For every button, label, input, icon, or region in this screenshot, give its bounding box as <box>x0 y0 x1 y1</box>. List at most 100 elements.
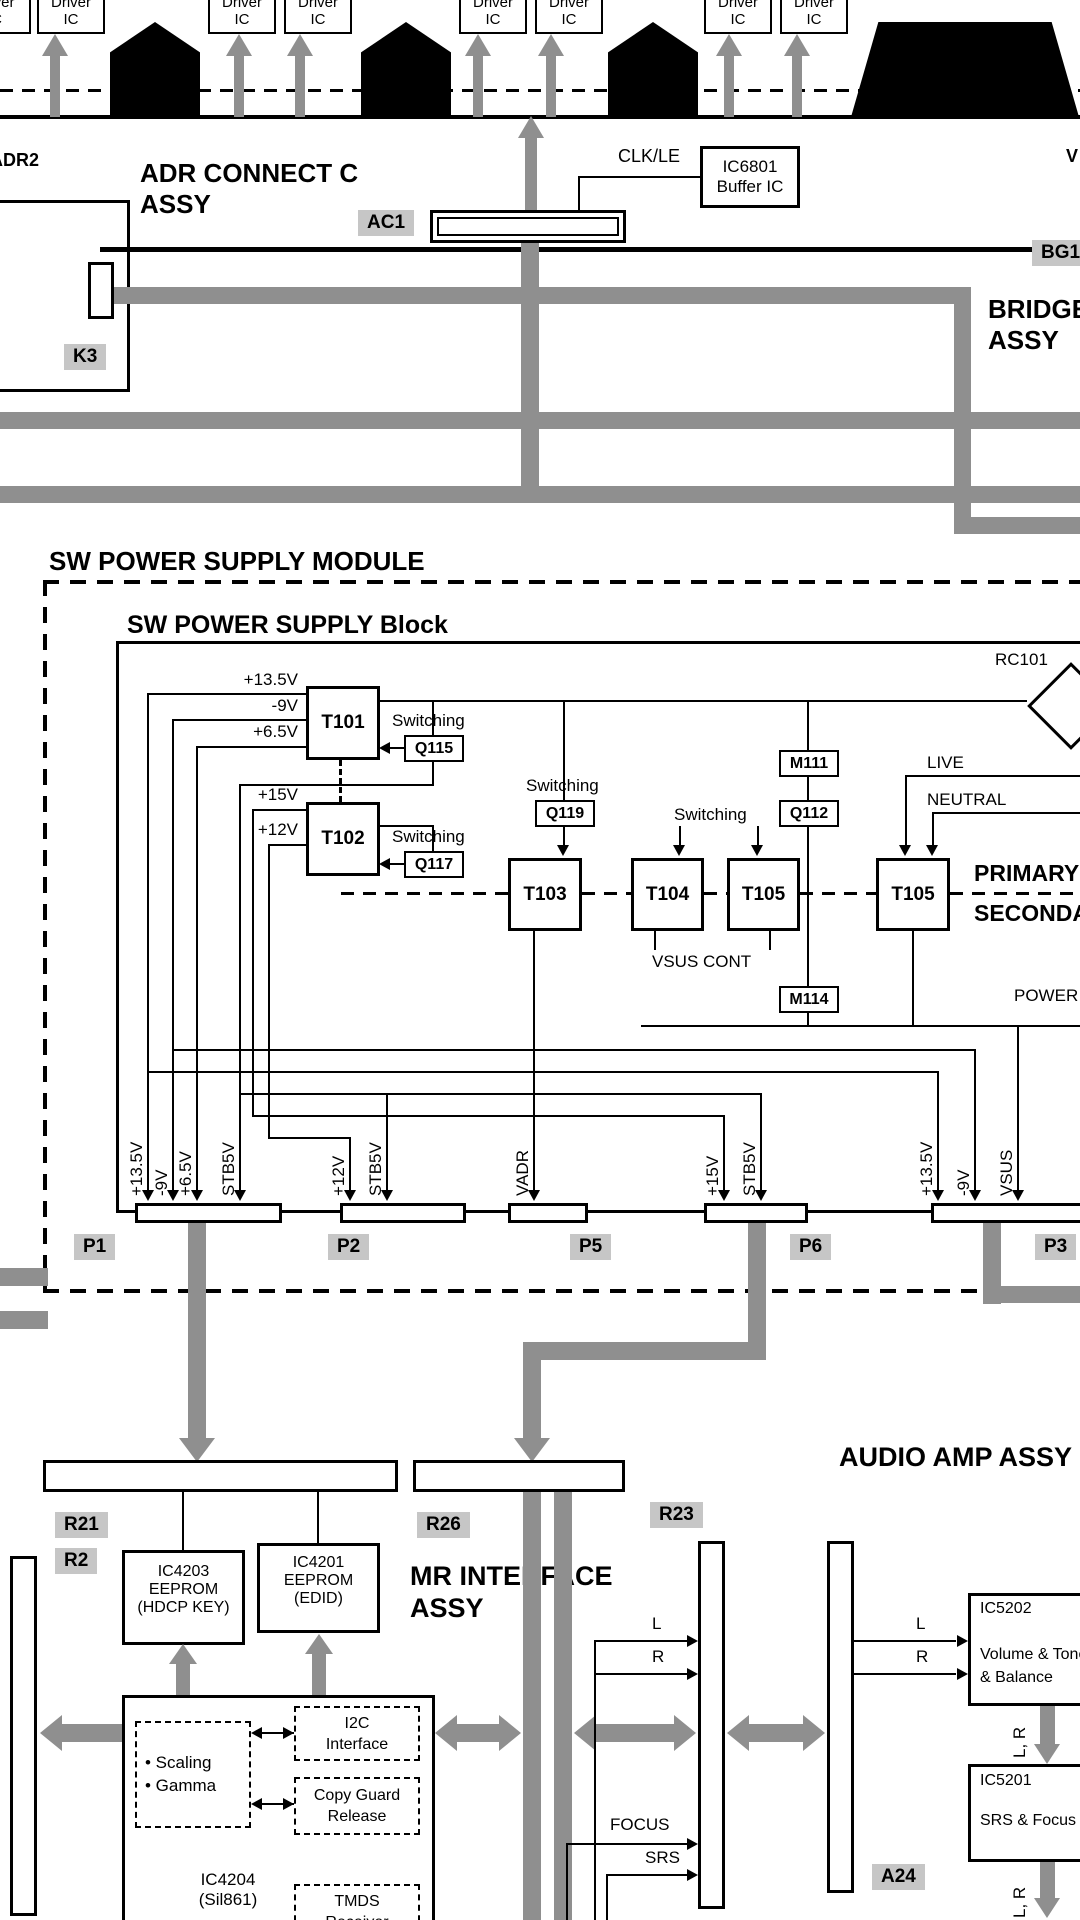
gray-bus-segment <box>0 486 1080 503</box>
m111-box: M111 <box>779 750 839 777</box>
arrow-left-icon <box>574 1715 596 1751</box>
secondary-label: SECONDARY <box>974 900 1080 926</box>
gray-bus-segment <box>1040 1706 1055 1746</box>
arrow-down-icon <box>899 845 911 856</box>
driver-ic-label: IC <box>310 10 326 28</box>
audio-r-label: R <box>916 1647 929 1666</box>
scan-connector-shape <box>608 22 698 117</box>
t105b-transformer-box: T105 <box>876 858 950 931</box>
audio-r-label: R <box>652 1647 665 1666</box>
ic6801-line2: Buffer IC <box>716 177 784 196</box>
gray-bus-segment <box>546 55 556 117</box>
rail-vlabel: +15V <box>703 1155 722 1196</box>
driver-ic-label: IC <box>0 11 29 29</box>
wire-segment <box>807 777 809 800</box>
arrow-down-icon <box>932 1190 944 1201</box>
wire-segment <box>533 931 535 1196</box>
ic4201-line3: (EDID) <box>294 1590 343 1607</box>
gray-bus-segment <box>983 1286 1080 1303</box>
rail-label: +15V <box>257 785 298 804</box>
arrow-up-icon <box>169 1644 197 1664</box>
wire-segment <box>769 931 771 950</box>
q115-box: Q115 <box>404 735 464 762</box>
t101-transformer-box: T101 <box>306 686 380 760</box>
arrow-right-icon <box>957 1668 968 1680</box>
wire-segment <box>807 700 809 750</box>
arrow-up-icon <box>716 34 742 56</box>
wire-segment <box>723 1115 725 1196</box>
gray-bus-segment <box>58 1724 122 1742</box>
arrow-left-icon <box>727 1715 749 1751</box>
i2c-line1: I2C <box>344 1715 370 1732</box>
arrow-down-icon <box>234 1190 246 1201</box>
arrow-right-icon <box>687 1869 698 1881</box>
wire-segment <box>182 1492 184 1550</box>
wire-segment <box>854 1640 956 1642</box>
primary-secondary-dashed-line <box>704 892 727 895</box>
p1-connector <box>135 1203 282 1223</box>
r26-label: R26 <box>417 1512 470 1538</box>
wire-segment <box>566 1843 694 1845</box>
gray-bus-segment <box>983 1223 1001 1304</box>
wire-segment <box>252 809 306 811</box>
primary-secondary-dashed-line <box>582 892 631 895</box>
gray-bus-segment <box>50 55 60 117</box>
arrow-down-icon <box>142 1190 154 1201</box>
scaling-label: • Scaling <box>145 1753 212 1773</box>
left-edge-connector <box>10 1556 37 1916</box>
gray-bus-segment <box>525 138 537 212</box>
rail-vlabel: VSUS <box>997 1149 1016 1196</box>
adr-connect-line1: ADR CONNECT C <box>140 158 359 188</box>
arrow-up-icon <box>226 34 252 56</box>
wire-segment <box>432 762 434 784</box>
gray-bus-segment <box>523 1342 766 1360</box>
ic5202-line2: Volume & Tone <box>980 1646 1080 1663</box>
p5-label: P5 <box>570 1234 612 1260</box>
scaling-gamma-block: • Scaling• Gamma <box>135 1721 251 1828</box>
arrow-right-icon <box>803 1715 825 1751</box>
wire-segment <box>147 1071 937 1073</box>
arrow-down-icon <box>514 1438 550 1462</box>
wire-segment <box>147 693 306 695</box>
ic4204-line1: IC4204 <box>200 1870 256 1889</box>
wire-segment <box>239 1093 760 1095</box>
arrow-down-icon <box>381 1190 393 1201</box>
gray-bus-segment <box>312 1652 326 1695</box>
neutral-label: NEUTRAL <box>927 790 1007 809</box>
arrow-up-icon <box>518 116 544 138</box>
adr2-label: ADR2 <box>0 150 40 170</box>
wire-segment <box>905 775 907 845</box>
r23-label: R23 <box>650 1502 703 1528</box>
ic4203-line3: (HDCP KEY) <box>137 1599 230 1616</box>
wire-segment <box>386 1093 388 1196</box>
gray-bus-segment <box>554 1492 572 1920</box>
driver-ic-label: IC <box>234 10 250 28</box>
ic4204-label: IC4204(Sil861) <box>168 1870 288 1910</box>
wire-segment <box>147 693 149 1196</box>
rail-vlabel: STB5V <box>740 1142 759 1196</box>
arrow-left-icon <box>379 742 390 754</box>
ic4201-line2: EEPROM <box>283 1572 354 1589</box>
arrow-down-icon <box>673 845 685 856</box>
arrow-up-icon <box>42 34 68 56</box>
gray-bus-segment <box>749 1724 803 1742</box>
gamma-label: • Gamma <box>145 1775 217 1795</box>
a24-connector <box>827 1541 854 1893</box>
rail-vlabel: -9V <box>152 1169 171 1196</box>
p3-label: P3 <box>1035 1234 1077 1260</box>
gray-bus-segment <box>596 1724 674 1742</box>
rail-label: +12V <box>257 820 298 839</box>
gray-bus-segment <box>792 55 802 117</box>
ic5201-box <box>968 1764 1080 1862</box>
driver-ic-label: Driver <box>473 0 513 11</box>
wire-segment <box>606 1874 608 1920</box>
a24-label: A24 <box>872 1864 925 1890</box>
wire-segment <box>380 700 1027 702</box>
assy-bus-line <box>100 247 1080 252</box>
wire-segment <box>854 1673 956 1675</box>
v-partial-label: V <box>1066 146 1079 166</box>
rail-vlabel: +6.5V <box>176 1151 195 1196</box>
